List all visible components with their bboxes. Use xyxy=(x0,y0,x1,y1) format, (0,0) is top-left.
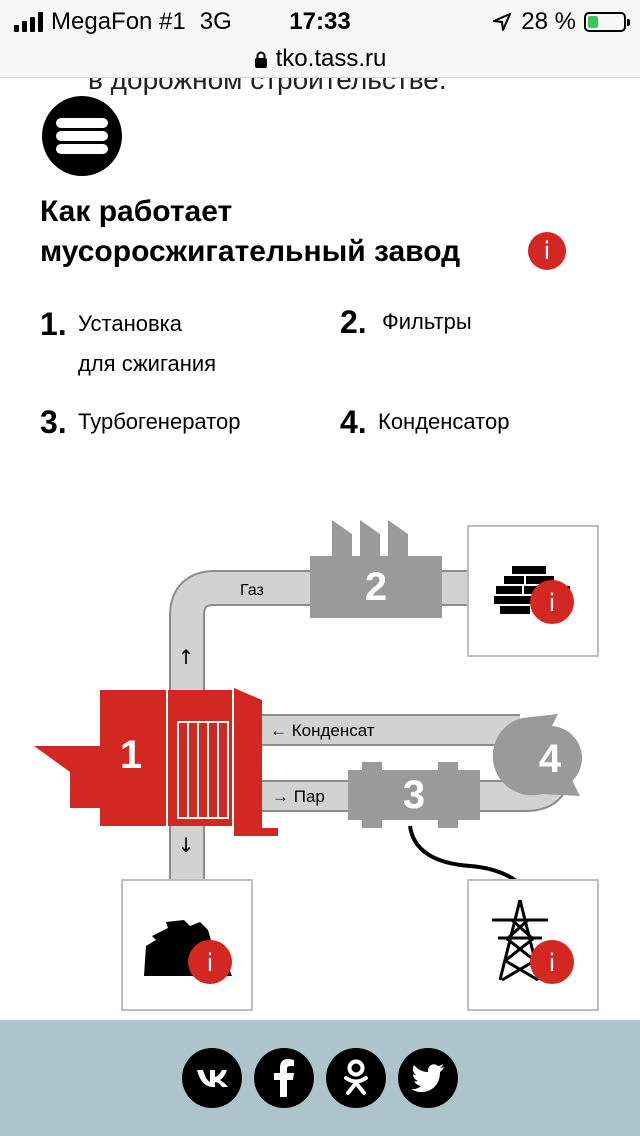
title-line-1: Как работает xyxy=(40,195,233,228)
legend-item-2: 2. Фильтры xyxy=(340,304,472,342)
legend-label: Фильтры xyxy=(382,309,472,334)
legend-label-line: Установка xyxy=(78,311,182,336)
unit-3-number: 3 xyxy=(403,773,425,817)
battery-percent: 28 % xyxy=(521,8,576,35)
electricity-info-icon xyxy=(530,940,574,984)
gas-label: Газ xyxy=(240,582,264,599)
unit-1-number: 1 xyxy=(120,733,142,777)
odnoklassniki-share-button[interactable] xyxy=(326,1048,386,1108)
share-footer xyxy=(0,1020,640,1136)
legend-label: Турбогенератор xyxy=(78,409,241,434)
unit-4-number: 4 xyxy=(539,737,562,781)
battery-level-fill xyxy=(588,16,598,28)
legend-item-4: 4. Конденсатор xyxy=(340,404,509,442)
network-type: 3G xyxy=(199,8,232,35)
power-tower-icon xyxy=(492,899,548,982)
signal-strength-icon xyxy=(14,12,43,32)
filters-unit: 2 xyxy=(310,520,442,618)
address-bar[interactable]: tko.tass.ru xyxy=(0,40,640,78)
legend-number: 4. xyxy=(340,404,367,440)
condenser-unit: 4 xyxy=(492,714,582,796)
legend-number: 1. xyxy=(40,306,67,342)
title-line-2: мусоросжигательный завод xyxy=(40,235,461,268)
bricks-info-symbol: i xyxy=(549,589,556,617)
slag-info-symbol: i xyxy=(207,949,214,977)
steam-label: → Пар xyxy=(272,787,325,806)
electricity-info-symbol: i xyxy=(549,949,556,977)
bricks-output-box: i xyxy=(467,525,599,657)
previous-paragraph-text: в дорожном строительстве. xyxy=(88,64,447,95)
facebook-icon xyxy=(274,1059,294,1097)
bricks-info-icon xyxy=(530,580,574,624)
status-left: MegaFon #1 3G xyxy=(14,8,232,36)
vk-icon xyxy=(197,1070,228,1087)
plant-diagram: 2 1 3 4 Газ ← Конденсат → Пар ↑ ↓ xyxy=(34,520,599,1011)
legend-item-3: 3. Турбогенератор xyxy=(40,404,240,442)
condensate-label: ← Конденсат xyxy=(270,721,375,740)
legend-label-line: для сжигания xyxy=(78,351,217,376)
unit-2-number: 2 xyxy=(365,565,387,609)
down-arrow: ↓ xyxy=(178,833,195,857)
twitter-icon xyxy=(411,1064,444,1092)
electricity-output-box: i xyxy=(467,879,599,1011)
odnoklassniki-icon xyxy=(344,1059,368,1095)
twitter-share-button[interactable] xyxy=(398,1048,458,1108)
status-bar: MegaFon #1 3G 17:33 28 % xyxy=(0,0,640,40)
legend-number: 2. xyxy=(340,304,367,340)
battery-icon xyxy=(584,12,630,32)
lock-icon xyxy=(254,51,267,68)
url-domain: tko.tass.ru xyxy=(275,44,387,72)
slag-info-icon xyxy=(188,940,232,984)
title-info-icon[interactable]: i xyxy=(528,232,566,270)
vk-share-button[interactable] xyxy=(182,1048,242,1108)
site-logo[interactable] xyxy=(42,96,122,176)
slag-output-box: i xyxy=(121,879,253,1011)
legend-label: Установка для сжигания xyxy=(78,304,216,384)
turbogenerator-unit: 3 xyxy=(348,762,480,828)
legend-label: Конденсатор xyxy=(378,409,510,434)
status-right: 28 % xyxy=(493,8,630,36)
legend-number: 3. xyxy=(40,404,67,440)
up-arrow: ↑ xyxy=(178,645,195,669)
facebook-share-button[interactable] xyxy=(254,1048,314,1108)
location-arrow-icon xyxy=(493,13,512,31)
gas-pipe-inner xyxy=(171,572,480,690)
page-title: Как работает мусоросжигательный завод xyxy=(40,192,460,272)
incinerator-unit: 1 xyxy=(34,688,278,836)
carrier-name: MegaFon #1 xyxy=(51,8,186,35)
legend-item-1: 1. Установка для сжигания xyxy=(40,306,216,384)
